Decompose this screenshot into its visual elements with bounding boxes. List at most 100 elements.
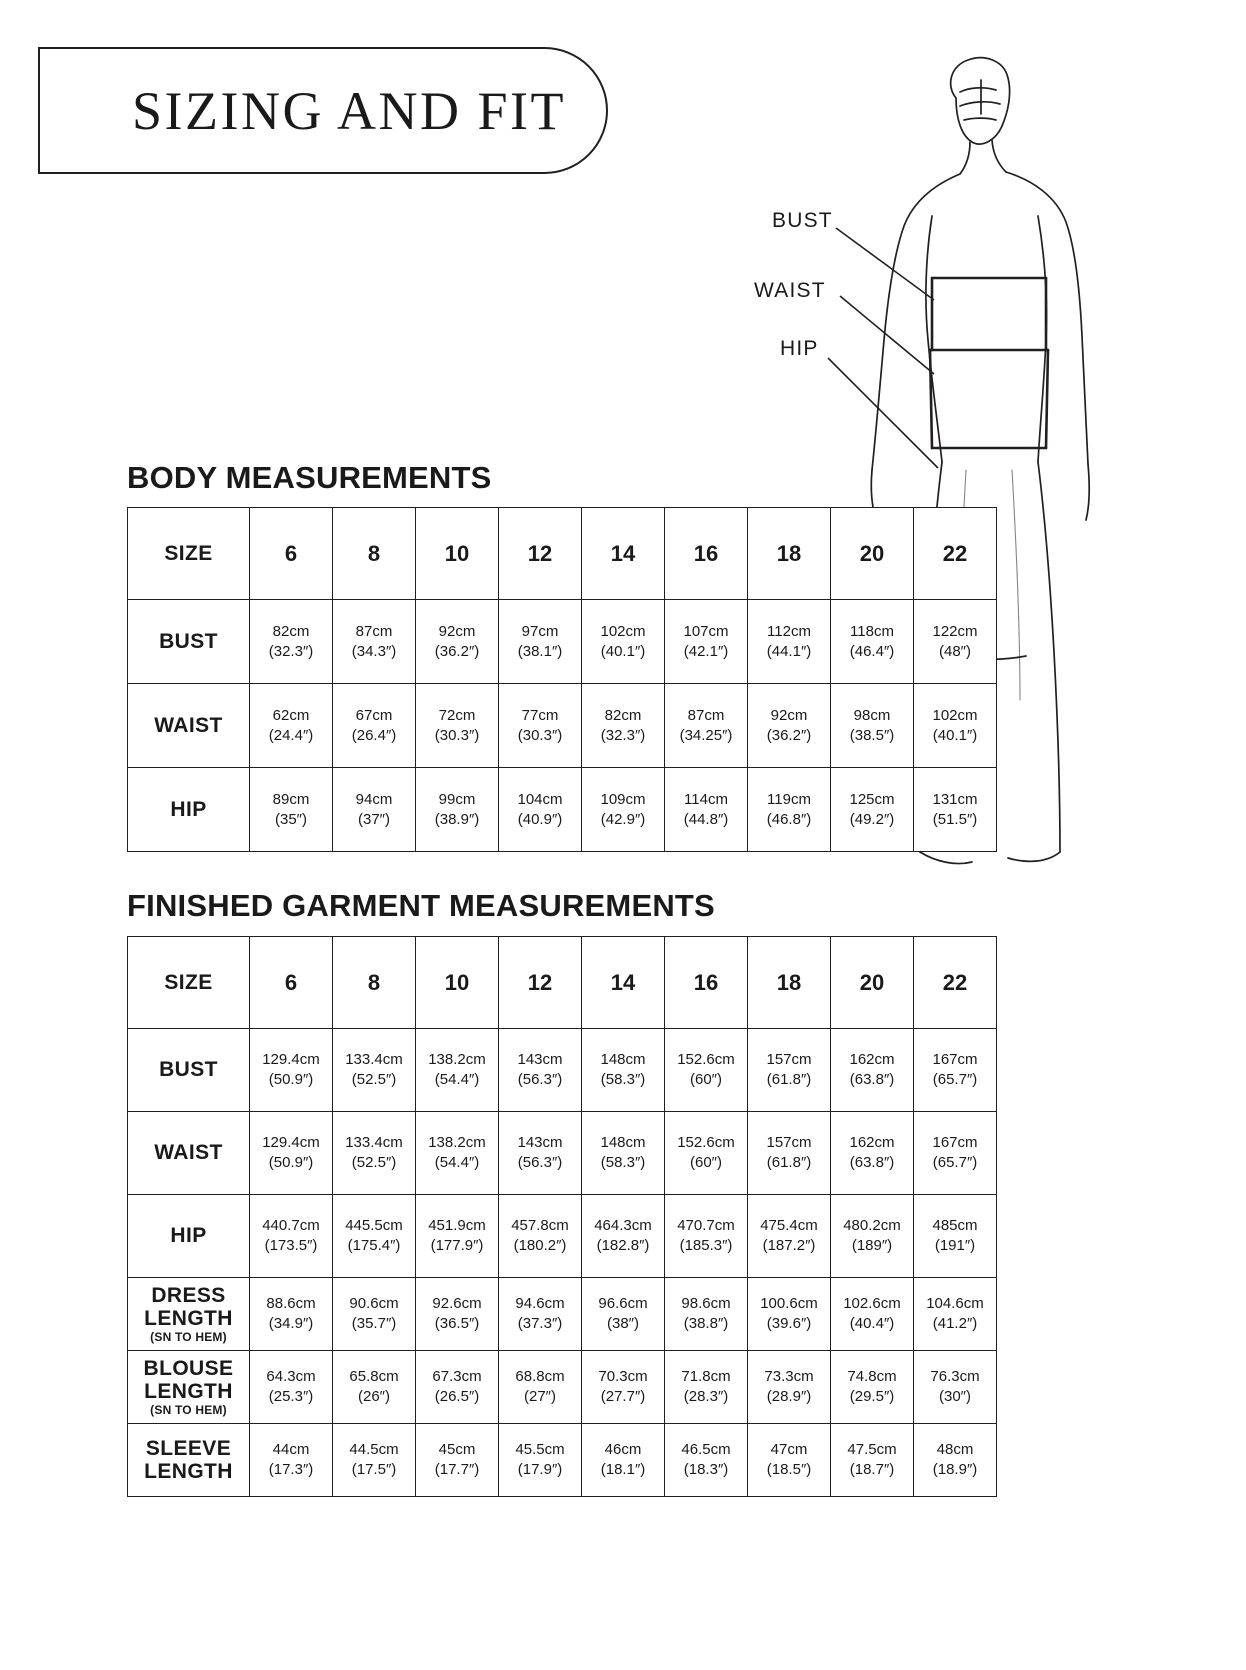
value-inch: (32.3″) [600, 726, 646, 744]
value-cm: 47cm [770, 1441, 808, 1459]
table-row: WAIST 62cm(24.4″) 67cm(26.4″) 72cm(30.3″… [127, 683, 997, 768]
measurement-cell: 114cm(44.8″) [664, 767, 748, 852]
measurement-cell: 46.5cm(18.3″) [664, 1423, 748, 1497]
value-cm: 475.4cm [760, 1217, 818, 1235]
value-cm: 92cm [438, 622, 476, 640]
value-inch: (61.8″) [766, 1154, 812, 1171]
measurement-cell: 104.6cm(41.2″) [913, 1277, 997, 1351]
garment-measurements-heading: FINISHED GARMENT MEASUREMENTS [127, 888, 715, 923]
size-column-header: 8 [332, 936, 416, 1029]
value-inch: (54.4″) [434, 1154, 480, 1171]
measurement-cell: 64.3cm(25.3″) [249, 1350, 333, 1424]
value-inch: (60″) [690, 1154, 722, 1171]
row-label: WAIST [127, 683, 250, 768]
table-row: WAIST 129.4cm(50.9″) 133.4cm(52.5″) 138.… [127, 1111, 997, 1195]
measurement-cell: 102cm(40.1″) [581, 599, 665, 684]
value-cm: 162cm [849, 1134, 895, 1152]
value-cm: 47.5cm [847, 1441, 897, 1459]
measurement-cell: 131cm(51.5″) [913, 767, 997, 852]
value-cm: 45.5cm [515, 1441, 565, 1459]
value-inch: (38″) [607, 1315, 639, 1332]
row-label-main: SLEEVE LENGTH [144, 1436, 233, 1483]
measurement-cell: 76.3cm(30″) [913, 1350, 997, 1424]
measurement-cell: 129.4cm(50.9″) [249, 1111, 333, 1195]
body-measurements-heading: BODY MEASUREMENTS [127, 460, 492, 495]
value-cm: 76.3cm [930, 1368, 980, 1386]
measurement-cell: 77cm(30.3″) [498, 683, 582, 768]
value-inch: (46.8″) [766, 810, 812, 828]
value-inch: (28.3″) [683, 1388, 729, 1405]
table-row: BUST 129.4cm(50.9″) 133.4cm(52.5″) 138.2… [127, 1028, 997, 1112]
value-inch: (60″) [690, 1071, 722, 1088]
value-inch: (17.5″) [351, 1461, 397, 1478]
measurement-cell: 74.8cm(29.5″) [830, 1350, 914, 1424]
size-column-header: 22 [913, 507, 997, 600]
measurement-cell: 138.2cm(54.4″) [415, 1028, 499, 1112]
value-inch: (34.9″) [268, 1315, 314, 1332]
value-cm: 112cm [767, 622, 811, 640]
value-cm: 138.2cm [428, 1134, 486, 1152]
value-cm: 73.3cm [764, 1368, 814, 1386]
value-inch: (30.3″) [517, 726, 563, 744]
row-label-main: HIP [170, 1224, 207, 1248]
row-label: BUST [127, 599, 250, 684]
value-inch: (29.5″) [849, 1388, 895, 1405]
measurement-cell: 46cm(18.1″) [581, 1423, 665, 1497]
value-cm: 167cm [932, 1051, 978, 1069]
value-cm: 143cm [517, 1051, 563, 1069]
size-column-header: 18 [747, 936, 831, 1029]
page-title-badge: SIZING AND FIT [38, 47, 608, 174]
value-cm: 122cm [932, 622, 978, 640]
size-column-header: 8 [332, 507, 416, 600]
value-inch: (18.5″) [766, 1461, 812, 1478]
value-cm: 44cm [272, 1441, 310, 1459]
measurement-cell: 133.4cm (52.5″) [332, 1111, 416, 1195]
value-inch: (52.5″) [351, 1154, 397, 1171]
row-label-main: BLOUSE LENGTH [143, 1356, 234, 1403]
measurement-cell: 152.6cm(60″) [664, 1028, 748, 1112]
value-inch: (41.2″) [932, 1315, 978, 1332]
measurement-cell: 88.6cm(34.9″) [249, 1277, 333, 1351]
value-cm: 46cm [604, 1441, 642, 1459]
callout-label-waist: WAIST [754, 279, 826, 302]
measurement-cell: 112cm(44.1″) [747, 599, 831, 684]
value-cm: 457.8cm [511, 1217, 569, 1235]
value-cm: 464.3cm [594, 1217, 652, 1235]
body-measurements-table: SIZE 6 8 10 12 14 16 18 20 22 BUST 82cm (… [127, 507, 997, 852]
measurement-cell: 98cm(38.5″) [830, 683, 914, 768]
row-label: BLOUSE LENGTH(SN TO HEM) [127, 1350, 250, 1424]
value-inch: (46.4″) [849, 642, 895, 660]
measurement-cell: 92cm(36.2″) [747, 683, 831, 768]
measurement-cell: 138.2cm (54.4″) [415, 1111, 499, 1195]
value-cm: 157cm [766, 1134, 812, 1152]
measurement-cell: 67cm(26.4″) [332, 683, 416, 768]
value-cm: 109cm [600, 790, 646, 808]
value-cm: 68.8cm [515, 1368, 565, 1386]
value-cm: 67cm [355, 706, 393, 724]
value-inch: (34.25″) [679, 726, 733, 744]
value-inch: (36.2″) [434, 642, 480, 660]
value-cm: 44.5cm [349, 1441, 399, 1459]
value-cm: 46.5cm [681, 1441, 731, 1459]
measurement-cell: 102.6cm(40.4″) [830, 1277, 914, 1351]
value-cm: 94cm [355, 790, 393, 808]
size-column-header: 6 [249, 507, 333, 600]
value-cm: 133.4cm [345, 1134, 403, 1152]
value-cm: 100.6cm [760, 1295, 818, 1313]
value-cm: 82cm [604, 706, 642, 724]
value-cm: 62cm [272, 706, 310, 724]
value-inch: (56.3″) [517, 1154, 563, 1171]
measurement-cell: 94.6cm(37.3″) [498, 1277, 582, 1351]
value-inch: (185.3″) [679, 1237, 733, 1254]
value-cm: 87cm [687, 706, 725, 724]
measurement-cell: 92cm (36.2″) [415, 599, 499, 684]
table-header-row: SIZE 6 8 10 12 14 16 18 20 22 [127, 507, 997, 600]
measurement-cell: 162cm(63.8″) [830, 1111, 914, 1195]
measurement-cell: 129.4cm(50.9″) [249, 1028, 333, 1112]
value-cm: 102cm [932, 706, 978, 724]
value-cm: 107cm [683, 622, 729, 640]
size-column-header: 10 [415, 936, 499, 1029]
measurement-cell: 45.5cm(17.9″) [498, 1423, 582, 1497]
measurement-cell: 167cm(65.7″) [913, 1028, 997, 1112]
page-title: SIZING AND FIT [132, 80, 566, 141]
